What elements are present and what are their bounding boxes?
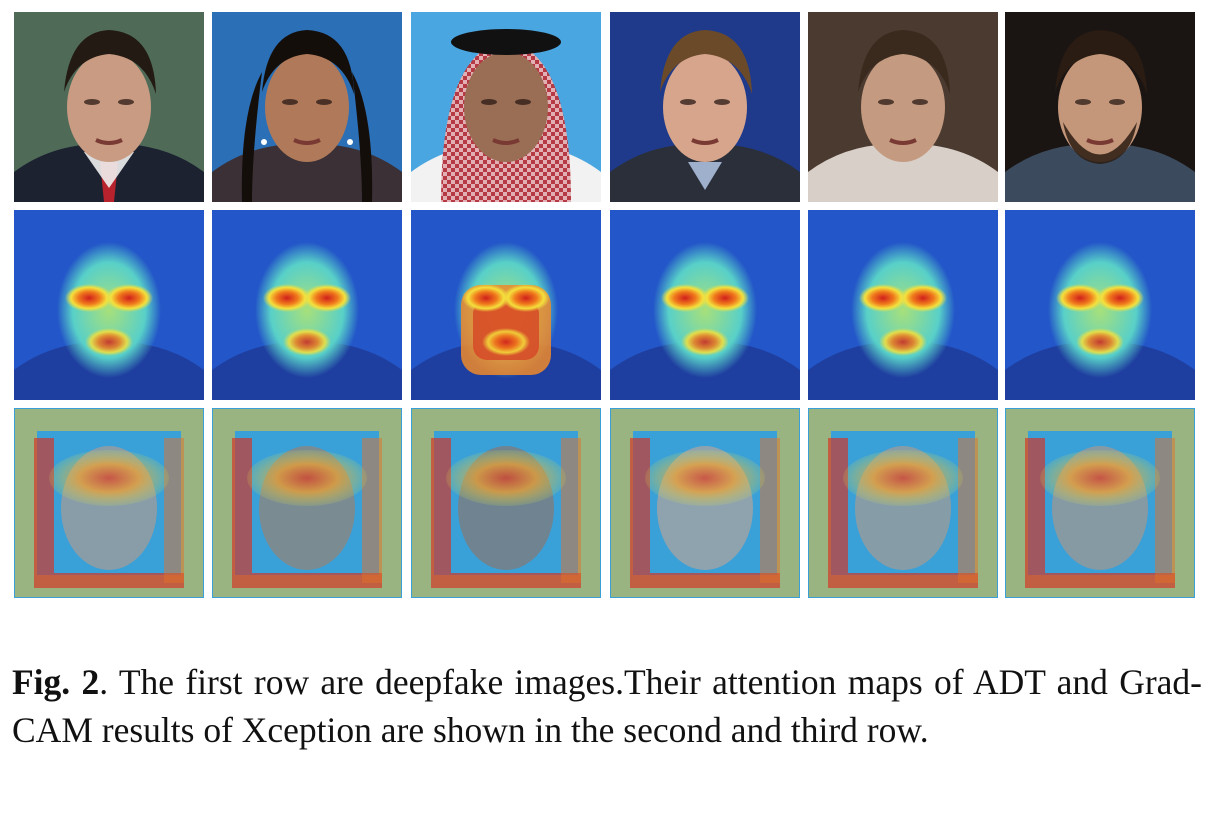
xception-grad-cam-man-with-keffiyeh	[411, 408, 601, 598]
deepfake-images-man-with-keffiyeh	[411, 12, 601, 202]
adt-attention-maps-man-looking-aside	[808, 210, 998, 400]
deepfake-images-news-anchor-woman	[212, 12, 402, 202]
deepfake-images-news-anchor-man	[14, 12, 204, 202]
xception-grad-cam-man-in-suit-blue-stage	[610, 408, 800, 598]
adt-attention-maps-man-in-suit-blue-stage	[610, 210, 800, 400]
adt-attention-maps-news-anchor-woman	[212, 210, 402, 400]
adt-attention-maps-man-with-keffiyeh	[411, 210, 601, 400]
adt-attention-maps-bearded-man-dark-bg	[1005, 210, 1195, 400]
xception-grad-cam-bearded-man-dark-bg	[1005, 408, 1195, 598]
figure-caption: Fig. 2. The first row are deepfake image…	[12, 658, 1202, 754]
caption-text: . The first row are deepfake images.Thei…	[12, 662, 1202, 750]
adt-attention-maps-news-anchor-man	[14, 210, 204, 400]
deepfake-images-man-looking-aside	[808, 12, 998, 202]
deepfake-images-bearded-man-dark-bg	[1005, 12, 1195, 202]
deepfake-images-man-in-suit-blue-stage	[610, 12, 800, 202]
figure-label: Fig. 2	[12, 662, 100, 702]
xception-grad-cam-news-anchor-woman	[212, 408, 402, 598]
xception-grad-cam-man-looking-aside	[808, 408, 998, 598]
xception-grad-cam-news-anchor-man	[14, 408, 204, 598]
figure-grid	[14, 12, 1195, 598]
